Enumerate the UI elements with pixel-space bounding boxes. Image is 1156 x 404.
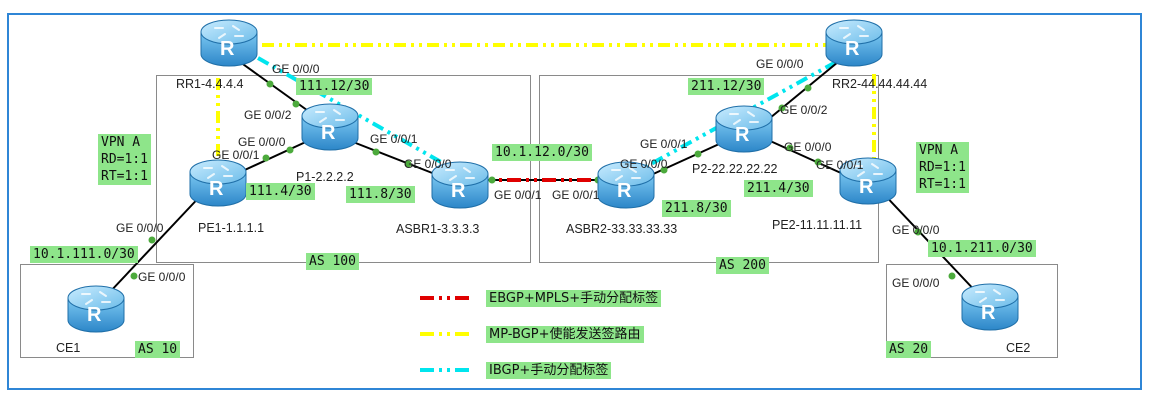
p1-name: P1-2.2.2.2 — [296, 170, 354, 184]
ce2-name: CE2 — [1006, 341, 1031, 355]
router-ce2-icon[interactable]: R — [958, 278, 1022, 338]
as100-tag: AS 100 — [306, 253, 359, 270]
router-letter: R — [981, 302, 996, 324]
subnet-pe1-ce1: 10.1.111.0/30 — [30, 246, 138, 263]
rr2-ge000-label: GE 0/0/0 — [756, 57, 804, 71]
subnet-rr2-p2: 211.12/30 — [688, 78, 765, 95]
subnet-p2-pe2: 211.4/30 — [744, 180, 813, 197]
subnet-pe1-p1: 111.4/30 — [246, 183, 315, 200]
asbr2-ge001-label: GE 0/0/1 — [552, 188, 600, 202]
p1-ge002-label: GE 0/0/2 — [244, 108, 292, 122]
router-p2-icon[interactable]: R — [712, 100, 776, 160]
as10-tag: AS 10 — [135, 341, 181, 358]
asbr1-name: ASBR1-3.3.3.3 — [396, 222, 480, 236]
subnet-pe2-ce2: 10.1.211.0/30 — [928, 240, 1036, 257]
asbr2-ge000-label: GE 0/0/0 — [620, 157, 668, 171]
vpn-left-box: VPN A RD=1:1 RT=1:1 — [98, 134, 151, 185]
router-letter: R — [859, 176, 874, 198]
pe2-ge001-label: GE 0/0/1 — [816, 158, 864, 172]
ce1-name: CE1 — [56, 341, 81, 355]
router-rr1-icon[interactable]: R — [197, 14, 261, 74]
link-rr1-p1 — [239, 61, 319, 119]
asbr1-ge001-label: GE 0/0/1 — [494, 188, 542, 202]
as200-tag: AS 200 — [716, 257, 769, 274]
vpn-right-rd: RD=1:1 — [916, 159, 969, 176]
rr1-ge000-label: GE 0/0/0 — [272, 62, 320, 76]
link-asbr2-p2 — [639, 139, 729, 181]
subnet-rr1-p1: 111.12/30 — [296, 78, 373, 95]
pe2-name: PE2-11.11.11.11 — [772, 218, 863, 232]
asbr1-ge000-label: GE 0/0/0 — [404, 157, 452, 171]
as20-tag: AS 20 — [886, 341, 932, 358]
router-asbr1-icon[interactable]: R — [428, 156, 492, 216]
rr2-name: RR2-44.44.44.44 — [832, 77, 928, 91]
legend-mpbgp-label: MP-BGP+使能发送签路由 — [486, 326, 644, 343]
router-letter: R — [220, 38, 235, 60]
router-letter: R — [735, 124, 750, 146]
router-ce1-icon[interactable]: R — [64, 280, 128, 340]
pe1-ge000-label: GE 0/0/0 — [116, 221, 164, 235]
vpn-left-rd: RD=1:1 — [98, 151, 151, 168]
link-p2-pe2 — [767, 139, 853, 179]
router-p1-icon[interactable]: R — [298, 98, 362, 158]
subnet-asbr-link: 10.1.12.0/30 — [492, 144, 592, 161]
ibgp-rr2-asbr2 — [639, 60, 837, 172]
router-asbr2-icon[interactable]: R — [594, 156, 658, 216]
router-letter: R — [321, 122, 336, 144]
subnet-p1-asbr1: 111.8/30 — [346, 186, 415, 203]
vpn-left-name: VPN A — [98, 134, 151, 151]
pe2-ge000-label: GE 0/0/0 — [892, 223, 940, 237]
p2-ge002-label: GE 0/0/2 — [780, 103, 828, 117]
router-letter: R — [845, 38, 860, 60]
router-letter: R — [451, 180, 466, 202]
rr1-name: RR1-4.4.4.4 — [176, 77, 244, 91]
router-rr2-icon[interactable]: R — [822, 14, 886, 74]
legend-ibgp-label: IBGP+手动分配标签 — [486, 362, 612, 379]
ce1-ge000-label: GE 0/0/0 — [138, 270, 186, 284]
vpn-right-box: VPN A RD=1:1 RT=1:1 — [916, 142, 969, 193]
p1-ge000-label: GE 0/0/0 — [238, 135, 286, 149]
vpn-right-name: VPN A — [916, 142, 969, 159]
p1-ge001-label: GE 0/0/1 — [370, 132, 418, 146]
subnet-p2-asbr2: 211.8/30 — [662, 200, 731, 217]
link-pe1-p1 — [235, 139, 311, 175]
router-pe1-icon[interactable]: R — [186, 154, 250, 214]
legend-ebgp-label: EBGP+MPLS+手动分配标签 — [486, 290, 662, 307]
router-letter: R — [617, 180, 632, 202]
link-p1-asbr1 — [347, 139, 441, 177]
pe1-ge001-label: GE 0/0/1 — [212, 148, 260, 162]
pe1-name: PE1-1.1.1.1 — [198, 221, 265, 235]
vpn-left-rt: RT=1:1 — [98, 168, 151, 185]
p2-ge000-label: GE 0/0/0 — [784, 140, 832, 154]
link-pe1-ce1 — [107, 189, 207, 295]
p2-ge001-label: GE 0/0/1 — [640, 137, 688, 151]
asbr2-name: ASBR2-33.33.33.33 — [566, 222, 678, 236]
router-letter: R — [209, 178, 224, 200]
diagram-frame — [7, 13, 1142, 390]
p2-name: P2-22.22.22.22 — [692, 162, 778, 176]
as10-region — [20, 264, 194, 358]
as20-region — [886, 264, 1058, 358]
router-pe2-icon[interactable]: R — [836, 152, 900, 212]
vpn-right-rt: RT=1:1 — [916, 176, 969, 193]
ce2-ge000-label: GE 0/0/0 — [892, 276, 940, 290]
router-letter: R — [87, 304, 102, 326]
port-dots — [130, 80, 956, 280]
